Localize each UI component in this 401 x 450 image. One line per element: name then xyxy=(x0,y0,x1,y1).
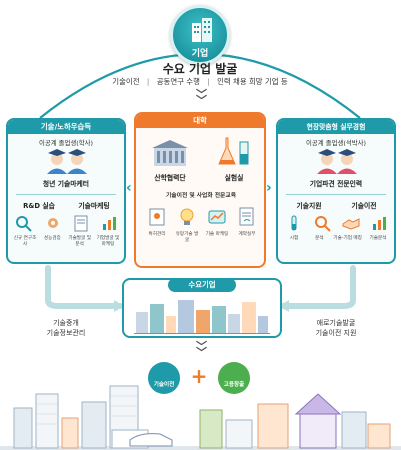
bulb-icon xyxy=(180,208,194,225)
company-label: 기업 xyxy=(191,49,209,59)
university-item: 기술 마케팅 xyxy=(205,232,229,237)
left-panel: 기술/노하우습득 이공계 졸업생(학사) 청년 기술마케터 R&D 실습 기술마… xyxy=(6,118,126,264)
graduates-icon xyxy=(47,149,87,174)
left-sub-a: R&D 실습 xyxy=(23,202,55,210)
left-sub-b: 기술마케팅 xyxy=(78,202,110,210)
chart-icon xyxy=(372,217,386,230)
right-item-row: 시험 분석 기술-기업 매칭 기술분석 xyxy=(282,236,392,242)
university-title: 대학 xyxy=(136,114,264,128)
divider xyxy=(286,194,386,195)
chevron-right-icon: › xyxy=(266,180,272,196)
left-item-row: 신규 연구조사 성능검증 기술발굴 및 분석 기업발굴 및 마케팅 xyxy=(12,236,122,247)
building-icon xyxy=(192,18,212,42)
right-panel-title: 현장맞춤형 실무경험 xyxy=(278,120,394,134)
magnifier-icon xyxy=(314,216,331,232)
chevron-left-icon: ‹ xyxy=(126,180,132,196)
city-skyline-icon xyxy=(134,300,270,334)
demand-item: 공동연구 수행 xyxy=(156,77,200,86)
university-icon-row xyxy=(146,206,258,230)
right-icon-row xyxy=(284,214,390,234)
magnifier-icon xyxy=(16,216,32,232)
contract-icon xyxy=(239,207,254,226)
right-item: 기술분석 xyxy=(369,236,387,241)
university-unit-a: 산학협력단 xyxy=(154,174,186,182)
right-sub-a: 기술지원 xyxy=(296,202,322,210)
demand-company-panel: 수요기업 xyxy=(122,278,282,338)
right-item: 시험 xyxy=(289,236,299,241)
marketing-icon xyxy=(208,210,226,224)
left-item: 신규 연구조사 xyxy=(13,236,37,247)
left-side-label: 기술중개 기술정보관리 xyxy=(46,319,86,337)
demand-subtitle: 기술이전 | 공동연구 수행 | 인력 채용 희망 기업 등 xyxy=(112,77,288,86)
right-side-label: 애로기술발굴 기술이전 지원 xyxy=(315,319,357,337)
plus-icon: + xyxy=(190,364,208,388)
divider xyxy=(16,194,116,195)
left-item: 성능검증 xyxy=(43,236,61,241)
chart-icon xyxy=(102,217,116,230)
right-item: 분석 xyxy=(315,236,324,241)
left-panel-title: 기술/노하우습득 xyxy=(8,120,124,134)
right-sub-b: 기술이전 xyxy=(351,202,377,210)
left-icon-row xyxy=(14,214,120,234)
test-tube-icon xyxy=(291,215,297,231)
demand-title: 수요 기업 발굴 xyxy=(162,62,238,76)
right-item: 기술-기업 매칭 xyxy=(333,236,362,241)
car-icon xyxy=(129,433,173,447)
demand-company-title: 수요기업 xyxy=(168,278,236,292)
left-item: 기업발굴 및 마케팅 xyxy=(96,236,120,247)
university-item: 계약실무 xyxy=(238,232,256,237)
demand-item: 인력 채용 희망 기업 등 xyxy=(217,77,288,86)
university-item: 유망기술 발굴 xyxy=(175,232,199,243)
city-skyline-icon xyxy=(0,385,401,450)
graduates-icon xyxy=(317,149,357,174)
left-item: 기술발굴 및 분석 xyxy=(68,236,91,247)
left-role: 청년 기술마케터 xyxy=(42,180,90,188)
outcome-job-creation: 고용창출 xyxy=(218,362,250,394)
university-item: 특허관리 xyxy=(148,232,166,237)
university-education: 기술이전 및 사업화 전문교육 xyxy=(165,193,237,199)
university-building-icon xyxy=(152,140,188,166)
outcome-tech-transfer: 기술이전 xyxy=(148,362,180,394)
right-panel: 현장맞춤형 실무경험 이공계 졸업생(석박사) 기업파견 전문인력 기술지원 기… xyxy=(276,118,396,264)
right-role: 기업파견 전문인력 xyxy=(309,180,363,188)
chevron-down-icon: ﹀﹀ xyxy=(196,88,207,107)
university-item-row: 특허관리 유망기술 발굴 기술 마케팅 계약실무 xyxy=(144,232,260,243)
lab-flask-icon xyxy=(218,137,249,165)
document-icon xyxy=(74,215,88,232)
university-unit-b: 실험실 xyxy=(224,174,244,182)
handshake-icon xyxy=(342,218,360,230)
university-panel: 대학 산학협력단 실험실 기술이전 및 사업화 전문교육 특허관리 유망기술 발… xyxy=(134,112,266,268)
demand-item: 기술이전 xyxy=(112,77,140,86)
company-node: 기업 xyxy=(170,5,230,65)
gear-icon xyxy=(47,218,58,228)
chevron-down-icon: ﹀﹀ xyxy=(196,340,207,359)
patent-icon xyxy=(149,208,165,226)
left-graduates: 이공계 졸업생(학사) xyxy=(38,139,94,147)
right-graduates: 이공계 졸업생(석박사) xyxy=(306,139,366,147)
